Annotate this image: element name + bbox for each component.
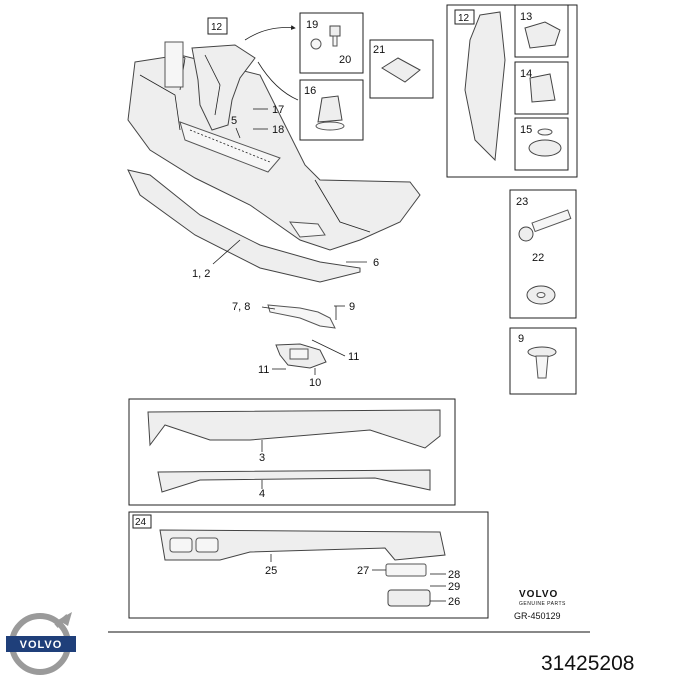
callout-5: 5 — [231, 115, 237, 127]
callout-28: 28 — [448, 569, 460, 581]
callout-6: 6 — [373, 257, 379, 269]
callout-11a: 11 — [348, 351, 359, 363]
callout-23: 23 — [516, 196, 528, 208]
box-24 — [128, 511, 489, 619]
leader-lines — [212, 25, 367, 375]
callout-20: 20 — [339, 54, 351, 66]
callout-13: 13 — [520, 11, 532, 23]
callout-24: 24 — [135, 517, 147, 528]
energy-absorber-5 — [179, 121, 281, 173]
callout-22: 22 — [532, 252, 544, 264]
bracket-12-left — [164, 41, 256, 131]
callout-11b: 11 — [258, 364, 269, 376]
callout-12b: 12 — [458, 13, 470, 24]
callout-21: 21 — [373, 44, 385, 56]
tow-eye-cover-7-8 — [267, 304, 336, 329]
cover-10 — [275, 343, 327, 369]
callout-9-box: 9 — [518, 333, 524, 345]
callout-29: 29 — [448, 581, 460, 593]
volvo-logo-icon: VOLVO — [6, 612, 76, 675]
brand-wordmark: VOLVO — [519, 589, 559, 600]
box-12-right — [446, 4, 578, 178]
part-number: 31425208 — [541, 652, 635, 675]
callout-3: 3 — [259, 452, 265, 464]
callout-15: 15 — [520, 124, 532, 136]
callout-9: 9 — [349, 301, 355, 313]
box-21 — [369, 39, 434, 99]
lower-bumper-1-2 — [127, 169, 361, 283]
callout-1-2: 1, 2 — [192, 268, 210, 280]
callout-25: 25 — [265, 565, 277, 577]
box-23-22 — [509, 189, 577, 319]
box-9 — [509, 327, 577, 395]
callout-7-8: 7, 8 — [232, 301, 250, 313]
callout-4: 4 — [259, 488, 265, 500]
callout-17: 17 — [272, 104, 284, 116]
callout-14: 14 — [520, 68, 532, 80]
box-19-20 — [299, 12, 364, 74]
brand-subtitle: GENUINE PARTS — [519, 601, 566, 607]
callout-12a: 12 — [211, 22, 223, 33]
callout-16: 16 — [304, 85, 316, 97]
callout-19: 19 — [306, 19, 318, 31]
box-16 — [299, 79, 364, 141]
callout-27: 27 — [357, 565, 369, 577]
callout-10: 10 — [309, 377, 321, 389]
drawing-reference: GR-450129 — [514, 611, 561, 621]
logo-wordmark: VOLVO — [20, 639, 63, 651]
callout-26: 26 — [448, 596, 460, 608]
callout-18: 18 — [272, 124, 284, 136]
box-3-4 — [128, 398, 456, 506]
